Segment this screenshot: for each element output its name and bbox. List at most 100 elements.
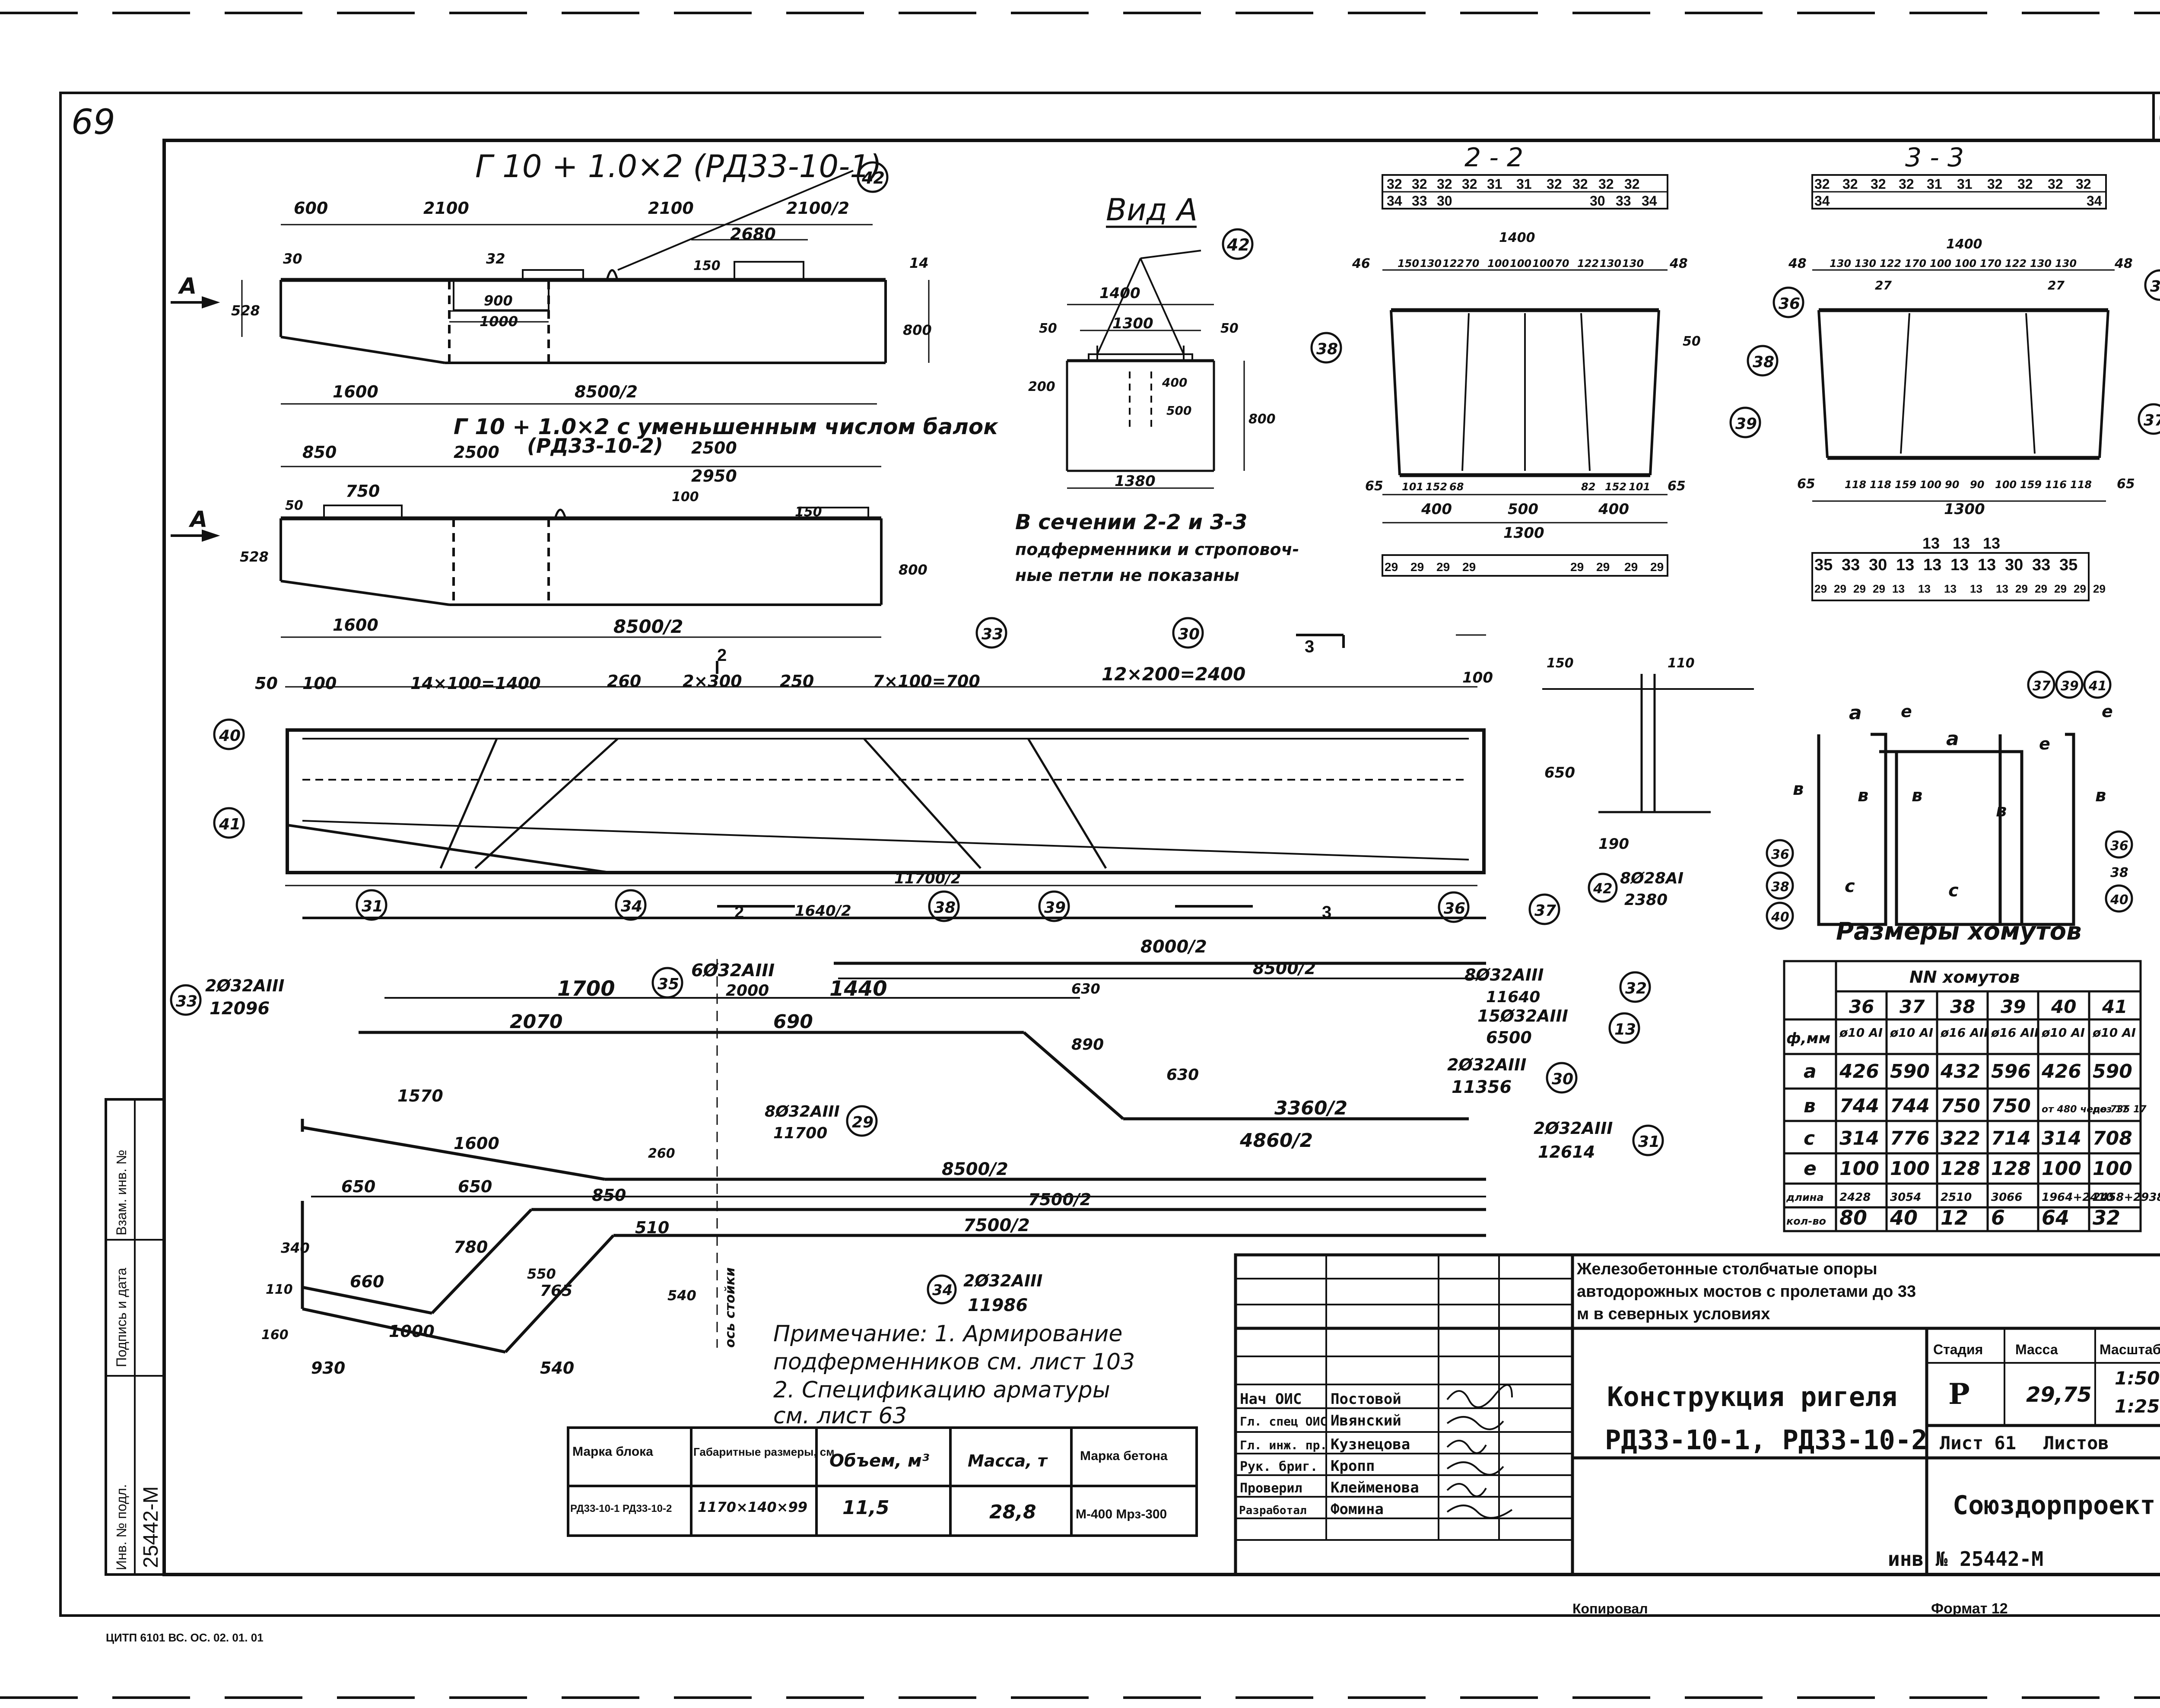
bar-dim: 510 xyxy=(635,1218,669,1237)
bar-dim: 930 xyxy=(311,1359,345,1378)
view-a-note: ные петли не показаны xyxy=(1015,566,1239,585)
callout-31: 31 xyxy=(362,898,383,915)
stirrup-table-cell: 12 xyxy=(1941,1206,1968,1229)
bar-dim: 340 xyxy=(281,1240,310,1256)
section-3-3-dim: 1400 xyxy=(1946,237,1982,252)
section-mark: 3 xyxy=(1322,903,1331,922)
section-2-2-dim: 65 xyxy=(1668,479,1686,494)
section-2-2-dim: 101 xyxy=(1629,481,1650,493)
section-2-2-dim: 48 xyxy=(1669,256,1688,271)
section-3-3-dim: 100 xyxy=(1930,257,1951,270)
sheet-number: Лист 61 xyxy=(1940,1432,2016,1454)
signature-role: Гл. инж. пр. xyxy=(1240,1438,1327,1452)
bar-number-cell: 34 xyxy=(1814,193,1830,209)
bar-number-cell: 33 xyxy=(2032,556,2050,574)
bar-dim: 1000 xyxy=(389,1322,435,1341)
callout-34: 34 xyxy=(621,898,642,915)
stirrup-table-cell: 100 xyxy=(2042,1158,2081,1180)
section-2-2-dim: 1300 xyxy=(1503,524,1544,542)
corner-number-left: 69 xyxy=(71,102,115,142)
bar-number-cell: 32 xyxy=(1871,176,1886,192)
bar-number-cell: 29 xyxy=(2054,582,2067,595)
note-line: см. лист 63 xyxy=(773,1403,907,1429)
title-block-grid xyxy=(1234,1253,2160,1576)
section-3-3-dim: 118 xyxy=(1870,479,1891,491)
block-table-cell: 28,8 xyxy=(989,1501,1036,1523)
bar-dim: 1700 xyxy=(557,977,615,1001)
bar-number-cell: 33 xyxy=(1616,193,1631,209)
signature-name: Постовой xyxy=(1331,1391,1401,1408)
bar-dim: 690 xyxy=(773,1011,813,1033)
stirrup-table-cell: 2458+2938 xyxy=(2093,1191,2160,1204)
section-3-3-dim: 122 xyxy=(1880,257,1901,270)
elevation-2-dim: 8500/2 xyxy=(613,616,683,637)
block-table-header: Габаритные размеры, см xyxy=(693,1445,834,1458)
view-a-callout: 42 xyxy=(1226,235,1250,254)
section-3-3-dim: 122 xyxy=(2005,257,2027,270)
stirrup-table-cell: 128 xyxy=(1991,1158,2031,1180)
section-2-2-dim: 130 xyxy=(1420,257,1442,270)
section-mark: 2 xyxy=(717,646,727,665)
callout-33: 33 xyxy=(982,625,1003,643)
inventory-number: инв № 25442-М xyxy=(1888,1547,2043,1571)
side-strip-cell: Инв. № подл. xyxy=(114,1484,129,1570)
section-2-2-dim: 130 xyxy=(1622,257,1644,270)
callout-37: 37 xyxy=(2144,412,2160,429)
handwritten-signatures xyxy=(1446,1384,1513,1519)
stirrup-table-cell: 128 xyxy=(1941,1158,1980,1180)
elevation-2-dim: 50 xyxy=(285,498,303,513)
stage-value: Р xyxy=(1948,1377,1970,1411)
section-3-3-dim: 48 xyxy=(1788,256,1807,271)
bar-number-cell: 34 xyxy=(1642,193,1657,209)
bar-dim: 850 xyxy=(592,1186,626,1205)
stirrup-table-cell: ø16 AII xyxy=(1940,1025,1988,1040)
stirrup-callout: 40 xyxy=(2110,892,2128,908)
bar-label-id: 29 xyxy=(852,1114,874,1131)
section-2-2-dim: 65 xyxy=(1365,479,1383,494)
callout-40: 40 xyxy=(219,727,241,745)
bar-number-cell: 34 xyxy=(2087,193,2102,209)
section-3-3-dim: 100 xyxy=(1995,479,2017,491)
elevation-1-dim: 528 xyxy=(231,302,260,319)
stirrup-callout: 41 xyxy=(2088,679,2107,694)
stirrup-letter: e xyxy=(2039,734,2050,753)
stirrup-table-cell: 744 xyxy=(1890,1095,1930,1117)
detail-length: 2380 xyxy=(1624,891,1668,909)
bar-dim: 650 xyxy=(341,1177,375,1196)
note-line: подферменников см. лист 103 xyxy=(773,1349,1135,1375)
bar-number-cell: 13 xyxy=(1944,582,1957,595)
view-a-dim: 500 xyxy=(1166,403,1191,418)
callout-30: 30 xyxy=(1178,625,1200,643)
stirrup-table-cell: от 480 через 17 xyxy=(2042,1104,2129,1115)
elevation-2-dim: 850 xyxy=(302,443,337,462)
bar-dim: 650 xyxy=(458,1177,492,1196)
bar-label-spec: 2Ø32АIII xyxy=(1447,1055,1526,1074)
bar-dim: 260 xyxy=(648,1146,675,1161)
footer-code: ЦИТП 6101 ВС. ОС. 02. 01. 01 xyxy=(106,1631,264,1644)
stirrups-title: Размеры хомутов xyxy=(1836,917,2082,946)
section-2-2-dim: 152 xyxy=(1426,481,1447,493)
stirrup-letter: e xyxy=(2102,702,2113,721)
elevation-1-dim: 14 xyxy=(909,255,929,271)
bar-number-cell: 32 xyxy=(1842,176,1858,192)
view-a-dim: 50 xyxy=(1039,321,1057,336)
bar-label-spec: 6Ø32АIII xyxy=(691,961,775,981)
scale-value: 1:25 xyxy=(2115,1396,2160,1417)
block-table-cell: 11,5 xyxy=(842,1497,889,1519)
stirrup-table-cell: ø10 AI xyxy=(1890,1025,1933,1040)
bar-number-cell: 32 xyxy=(1598,176,1614,192)
detail-spec: 8Ø28АI xyxy=(1620,870,1684,887)
section-2-2-dim: 100 xyxy=(1510,257,1531,270)
bar-number-cell: 13 xyxy=(1978,556,1996,574)
section-2-2-drawing xyxy=(1382,174,1668,577)
elevation-2-dim: 2500 xyxy=(454,443,499,462)
stirrup-letter: c xyxy=(1948,881,1959,901)
elevation-1-dim: 32 xyxy=(486,251,505,267)
stirrup-callout: 38 xyxy=(2110,865,2128,880)
stirrup-table-cell: 590 xyxy=(1890,1060,1930,1083)
stirrup-table-col: 37 xyxy=(1900,996,1925,1017)
section-2-2-dim: 122 xyxy=(1577,257,1599,270)
bar-dim: 630 xyxy=(1071,981,1100,997)
stirrup-letter: в xyxy=(1912,786,1922,806)
stirrup-table-cell: 714 xyxy=(1991,1127,2031,1149)
